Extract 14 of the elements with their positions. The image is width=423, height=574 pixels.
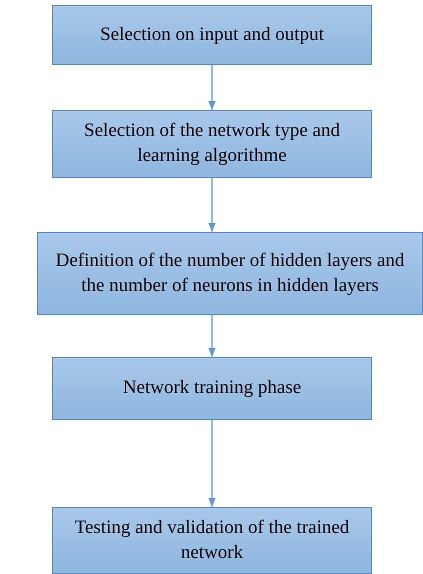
box-label: Selection on input and output (100, 22, 324, 47)
box-label: Testing and validation of the trained network (74, 516, 350, 564)
box-label: Definition of the number of hidden layers and the number of neurons in hidden layers (54, 248, 406, 298)
arrow (208, 315, 216, 357)
arrow (208, 65, 216, 110)
process-box (37, 232, 423, 315)
process-box (52, 110, 372, 178)
arrow (208, 178, 216, 232)
process-box (52, 357, 372, 420)
process-box (52, 5, 372, 65)
box-label: Selection of the network type and learning algorithme (83, 119, 341, 168)
process-box (52, 507, 372, 574)
arrow (208, 420, 216, 507)
box-label: Network training phase (122, 376, 302, 400)
